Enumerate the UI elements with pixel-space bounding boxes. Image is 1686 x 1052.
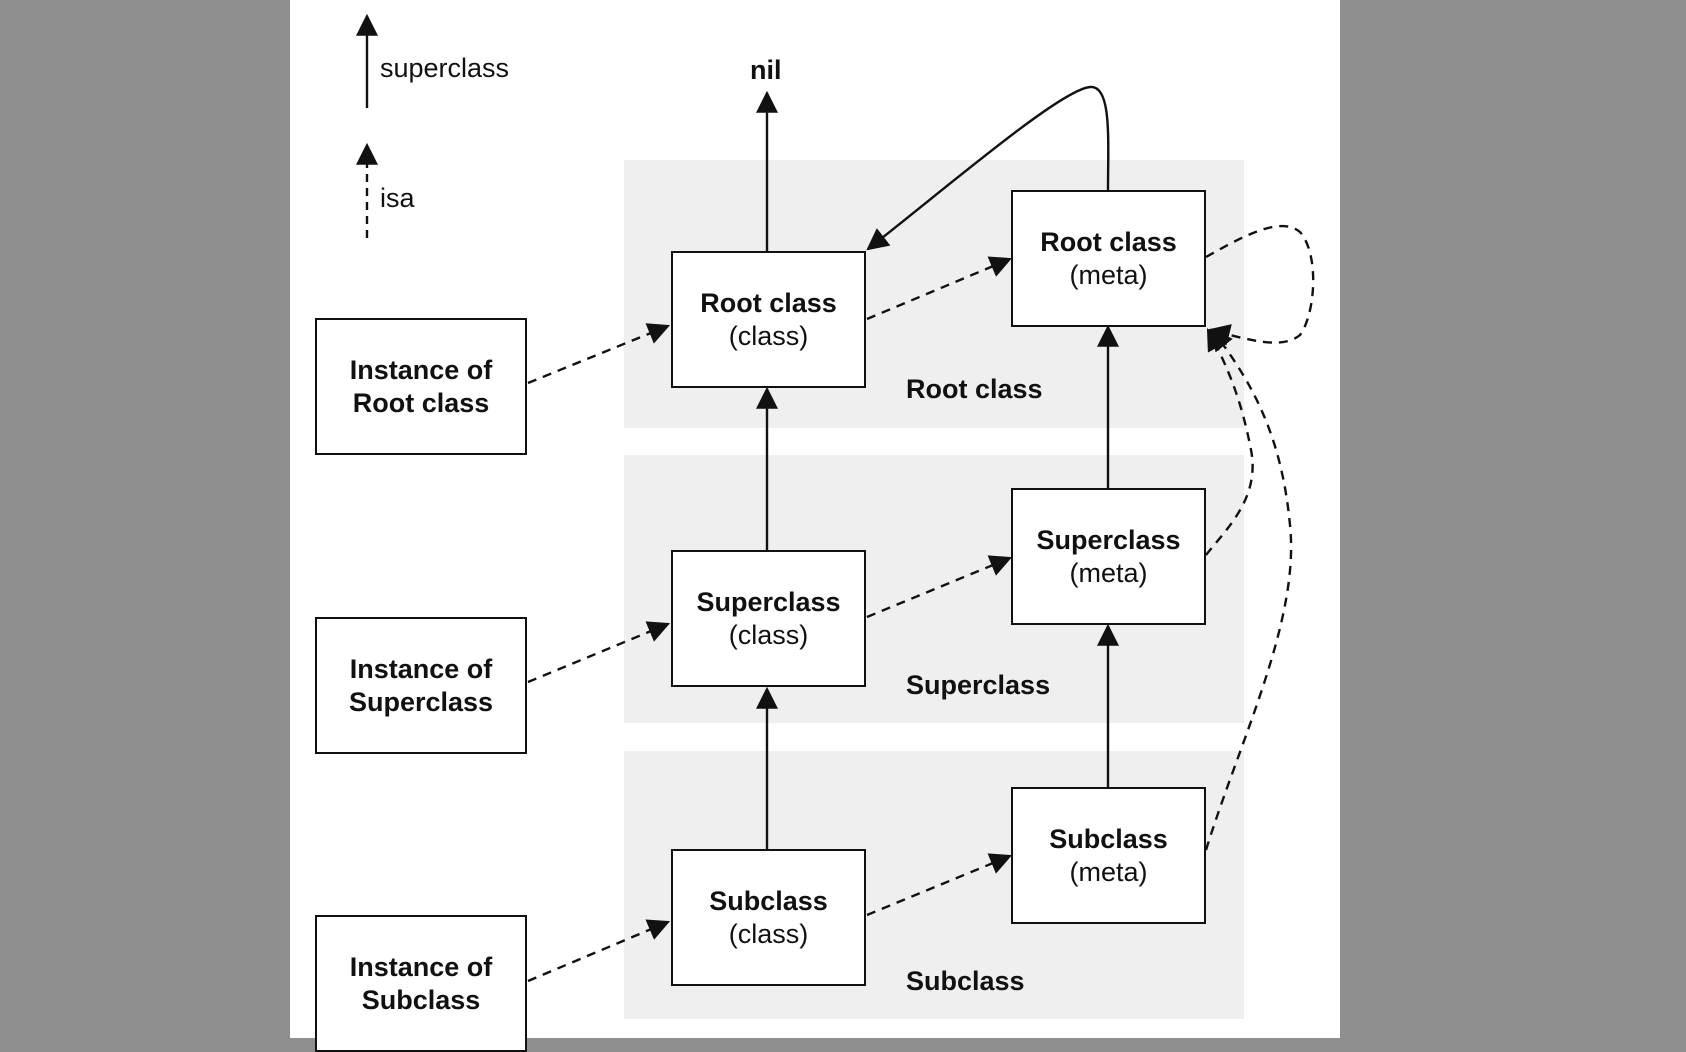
instance-box-superclass-line2: Superclass xyxy=(348,686,494,717)
group-label-subclass: Subclass xyxy=(906,966,1025,996)
meta-box-root: Root class (meta) xyxy=(1011,190,1206,327)
meta-box-superclass-name: Superclass xyxy=(1036,524,1181,555)
meta-box-subclass-name: Subclass xyxy=(1049,823,1168,854)
instance-box-subclass-line2: Subclass xyxy=(361,984,481,1015)
instance-box-superclass-line1: Instance of xyxy=(349,653,493,684)
class-box-superclass-name: Superclass xyxy=(696,586,841,617)
instance-box-subclass: Instance of Subclass xyxy=(315,915,527,1052)
instance-box-root-line2: Root class xyxy=(352,387,490,418)
group-label-superclass: Superclass xyxy=(906,670,1051,700)
nil-label: nil xyxy=(750,55,782,85)
meta-box-root-kind: (meta) xyxy=(1069,259,1148,290)
legend-isa-label: isa xyxy=(380,183,415,213)
meta-box-subclass-kind: (meta) xyxy=(1069,856,1148,887)
class-box-subclass-kind: (class) xyxy=(728,918,809,949)
class-box-superclass-kind: (class) xyxy=(728,619,809,650)
class-box-subclass: Subclass (class) xyxy=(671,849,866,986)
class-box-root-name: Root class xyxy=(700,287,837,318)
class-box-root-kind: (class) xyxy=(728,320,809,351)
class-box-root: Root class (class) xyxy=(671,251,866,388)
class-box-superclass: Superclass (class) xyxy=(671,550,866,687)
group-label-root: Root class xyxy=(906,374,1043,404)
class-box-subclass-name: Subclass xyxy=(709,885,828,916)
meta-box-superclass: Superclass (meta) xyxy=(1011,488,1206,625)
instance-box-root: Instance of Root class xyxy=(315,318,527,455)
instance-box-superclass: Instance of Superclass xyxy=(315,617,527,754)
instance-box-root-line1: Instance of xyxy=(349,354,493,385)
meta-box-subclass: Subclass (meta) xyxy=(1011,787,1206,924)
meta-box-root-name: Root class xyxy=(1040,226,1177,257)
legend-superclass-label: superclass xyxy=(380,53,510,83)
instance-box-subclass-line1: Instance of xyxy=(349,951,493,982)
meta-box-superclass-kind: (meta) xyxy=(1069,557,1148,588)
